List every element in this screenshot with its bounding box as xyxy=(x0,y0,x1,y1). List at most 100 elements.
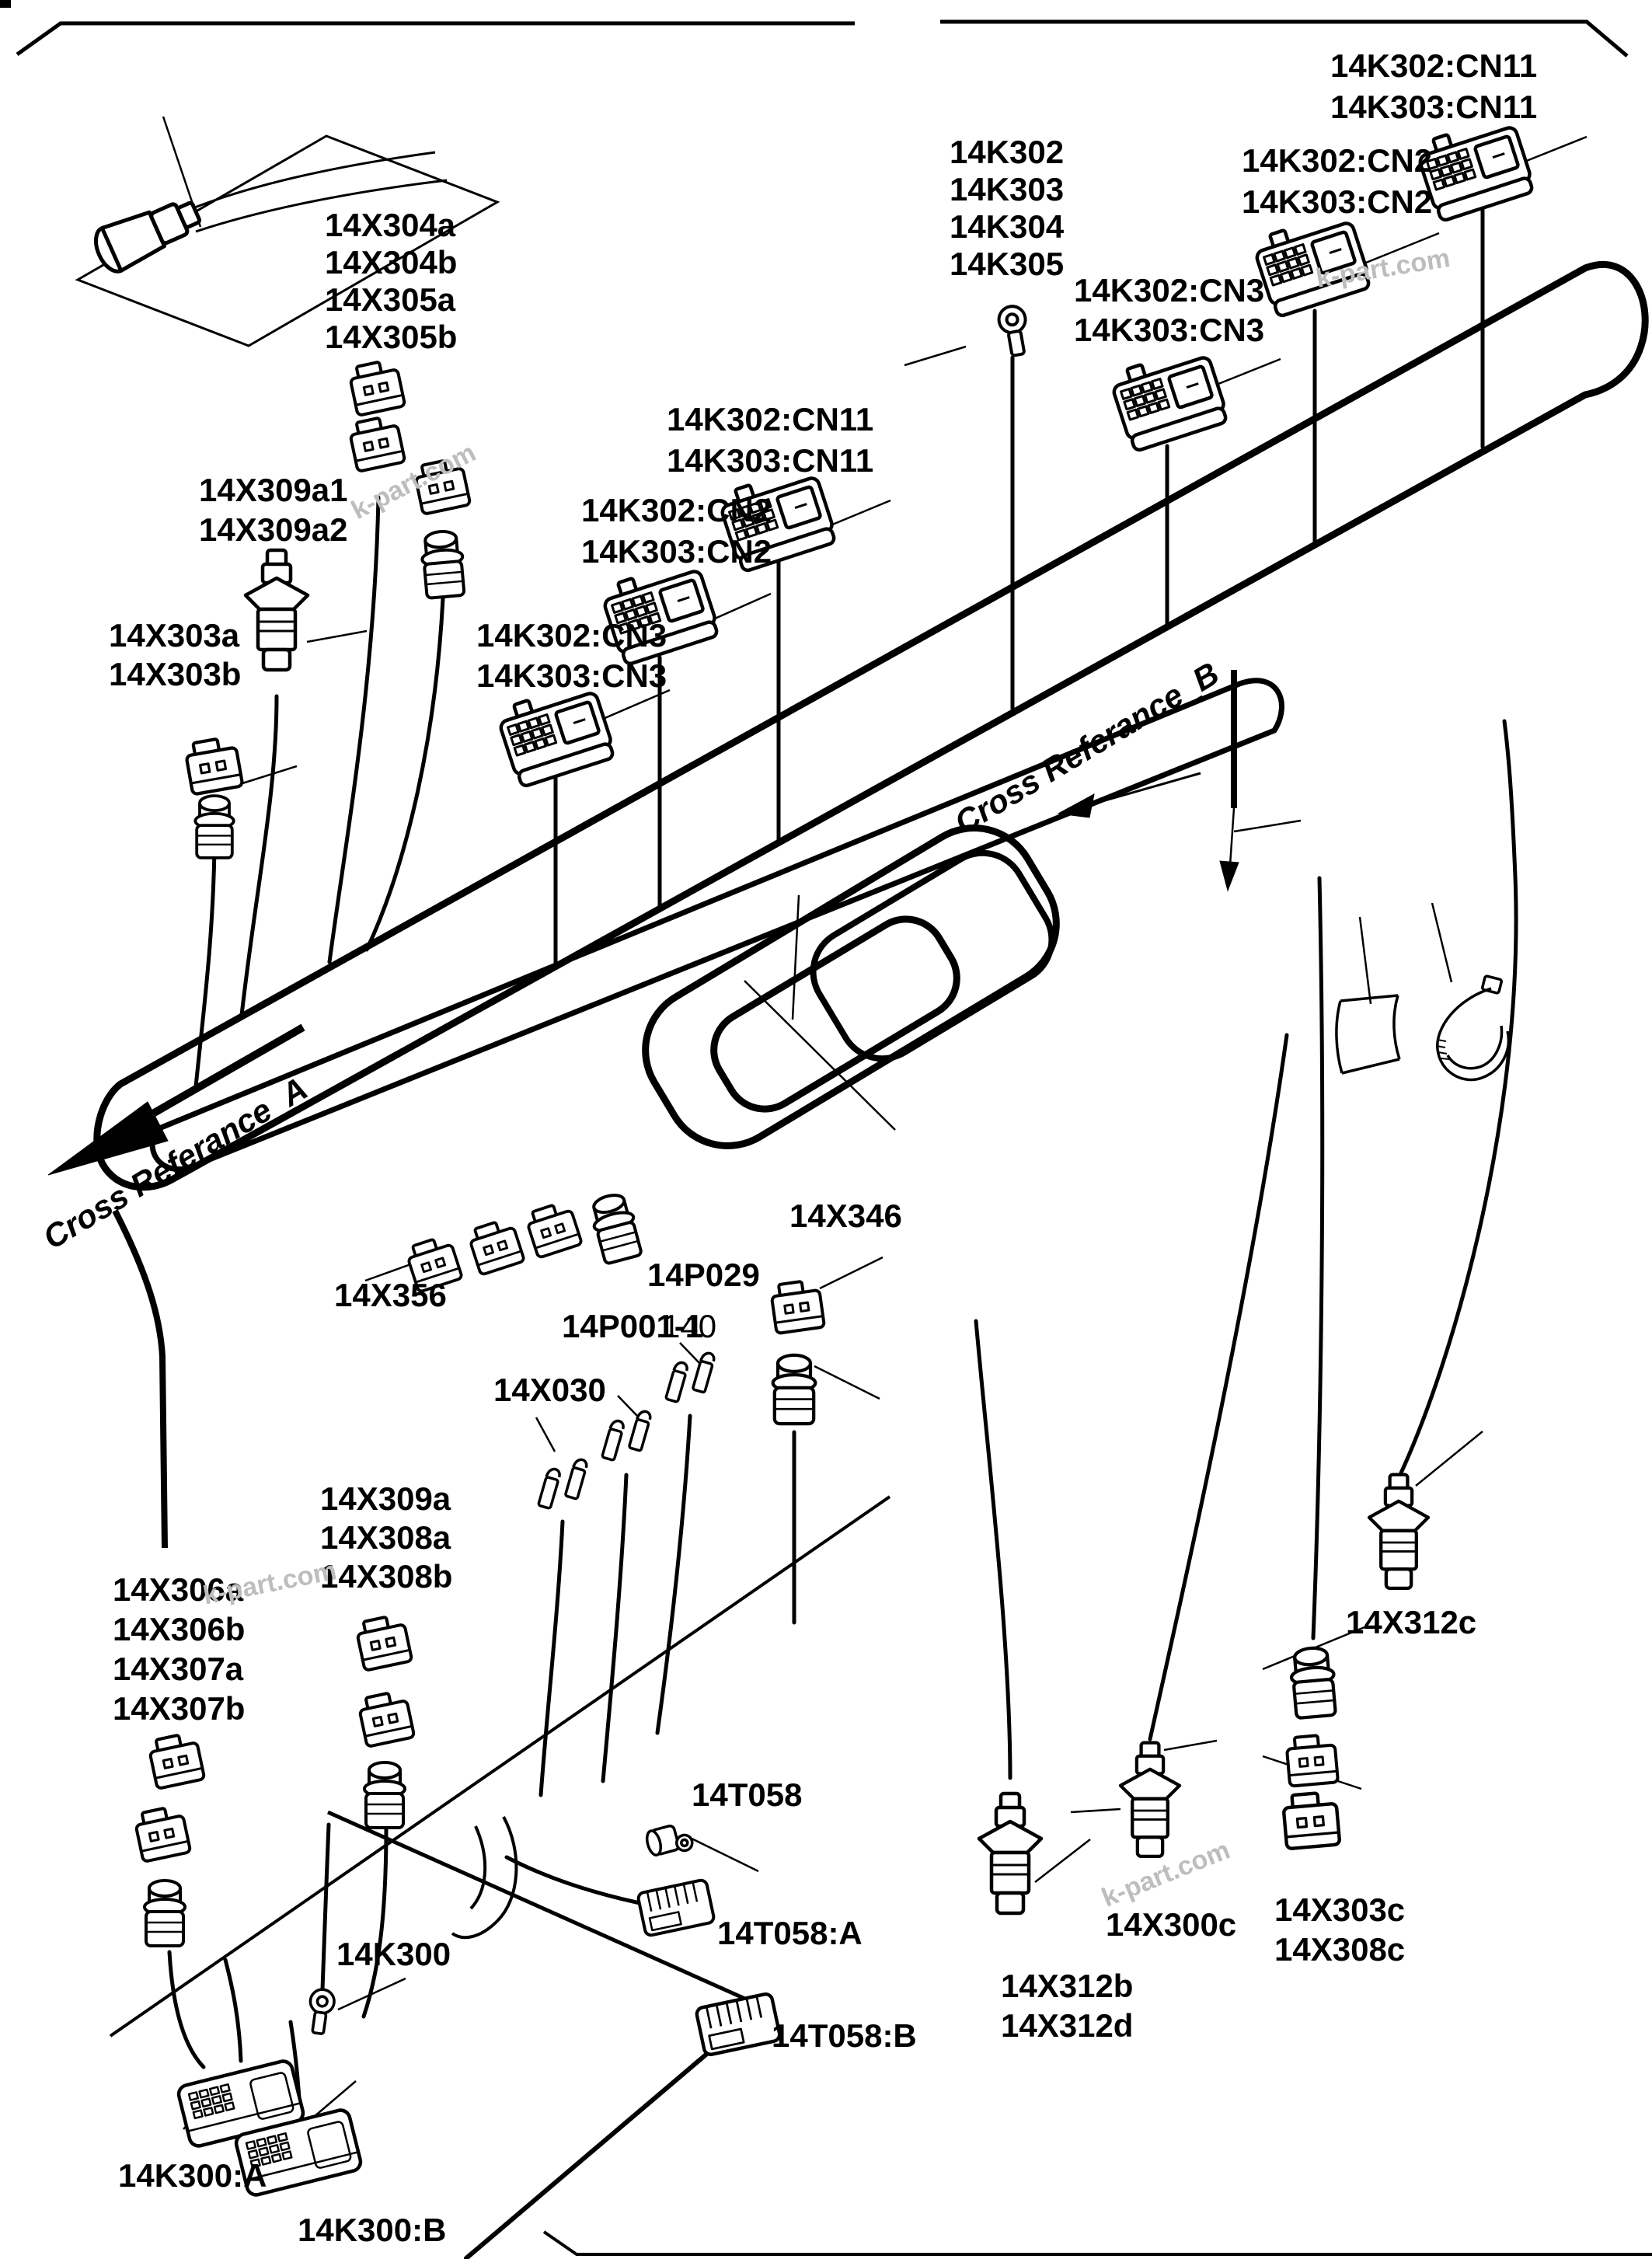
connector-14x303c-2 xyxy=(1284,1732,1340,1788)
label-14t058b: 14T058:B xyxy=(772,2017,917,2055)
leader-lines xyxy=(183,135,1588,2130)
label-14k302-cn11-mid-line: 14K302:CN11 xyxy=(667,401,874,438)
plug2-icon xyxy=(145,1730,207,1790)
ring-icon xyxy=(305,1986,337,2037)
sensorh-icon xyxy=(89,190,205,276)
plug2-icon xyxy=(465,1215,526,1277)
label-14x306-307-line: 14X306b xyxy=(113,1611,246,1647)
label-14x300c-line: 14X300c xyxy=(1106,1906,1237,1943)
tconn-icon xyxy=(636,1877,716,1938)
ecu-icon xyxy=(1414,114,1535,222)
capconn-icon xyxy=(418,528,468,601)
terminals-14x030 xyxy=(536,1451,590,1515)
label-14k300b-line: 14K300:B xyxy=(298,2212,447,2248)
label-140: 140 xyxy=(662,1307,716,1346)
label-14x309-308-line: 14X308b xyxy=(320,1558,453,1595)
label-14k302-cn2-mid-line: 14K302:CN2 xyxy=(581,492,772,528)
tie-icon xyxy=(1435,974,1511,1082)
label-140-line: 140 xyxy=(662,1308,717,1344)
label-14t058a-line: 14T058:A xyxy=(717,1915,863,1951)
connector-14x306-1 xyxy=(145,1730,207,1790)
cable-tie xyxy=(1435,974,1511,1082)
capconn-icon xyxy=(143,1879,186,1947)
sensor-14x309a xyxy=(246,550,308,670)
inset-detail-box xyxy=(75,116,500,347)
label-14k302-cn2-top-line: 14K302:CN2 xyxy=(1242,142,1433,179)
label-14x303ab-line: 14X303b xyxy=(109,656,242,692)
clamp-icon xyxy=(643,1819,695,1861)
connector-14x306-3 xyxy=(143,1879,186,1947)
label-14x030-line: 14X030 xyxy=(493,1372,606,1408)
label-connector-list-line: 14K305 xyxy=(950,246,1065,282)
label-connector-list-line: 14K303 xyxy=(950,171,1065,207)
label-14x346: 14X346 xyxy=(789,1197,902,1236)
sensor-14x312b xyxy=(979,1794,1041,1913)
label-14x303c-308c-line: 14X303c xyxy=(1274,1891,1406,1928)
plug2-icon xyxy=(1284,1732,1340,1788)
capconn-icon xyxy=(193,794,235,859)
label-connector-list-line: 14K304 xyxy=(950,208,1065,245)
label-14x312bd-line: 14X312d xyxy=(1001,2007,1134,2044)
label-14t058-line: 14T058 xyxy=(692,1776,803,1813)
connector-14x346-1 xyxy=(768,1278,827,1336)
label-14x303c-308c-line: 14X308c xyxy=(1274,1931,1406,1968)
label-14x300c: 14X300c xyxy=(1106,1905,1236,1944)
label-14k300a-line: 14K300:A xyxy=(118,2157,267,2194)
label-14k302-cn11-mid-line: 14K303:CN11 xyxy=(667,442,874,479)
plug2-icon xyxy=(768,1278,827,1336)
ecu-icon xyxy=(1108,344,1229,452)
label-14p001-1-line: 14P001-1 xyxy=(562,1308,704,1344)
capconn-icon xyxy=(1289,1647,1337,1719)
label-14x309-308-line: 14X309a xyxy=(320,1480,451,1517)
label-14k300: 14K300 xyxy=(336,1935,451,1974)
label-14p029-line: 14P029 xyxy=(647,1257,760,1293)
label-14x304-305-line: 14X304b xyxy=(325,244,458,281)
label-14x312bd-line: 14X312b xyxy=(1001,1968,1134,2004)
connector-14t058b xyxy=(695,1993,781,2056)
connector-14x308-1 xyxy=(353,1612,414,1672)
label-14k302-cn3-mid-line: 14K303:CN3 xyxy=(476,657,667,694)
label-14t058: 14T058 xyxy=(692,1776,802,1815)
connector-14x306-2 xyxy=(131,1803,193,1863)
label-14x304-305-line: 14X304a xyxy=(325,207,456,243)
label-14k300-line: 14K300 xyxy=(336,1936,451,1972)
harness-buckle-loops xyxy=(642,824,1060,1149)
label-14k302-cn2-top: 14K302:CN2 14K303:CN2 xyxy=(1242,140,1432,222)
connector-14t058a xyxy=(636,1877,716,1938)
connector-14x304-2 xyxy=(346,413,407,473)
label-14t058b-line: 14T058:B xyxy=(772,2017,917,2054)
connector-14x303c-1 xyxy=(1289,1647,1337,1719)
sensor3-icon xyxy=(979,1794,1041,1913)
plug2-icon xyxy=(355,1688,416,1748)
connector-14x308-2 xyxy=(355,1688,416,1748)
connector-14k302-cn11-top xyxy=(1414,114,1535,222)
connector-14x303ab-2 xyxy=(193,794,235,859)
label-14x356-line: 14X356 xyxy=(334,1277,447,1313)
wrap-sheet xyxy=(1335,994,1401,1075)
label-14x309a-line: 14X309a2 xyxy=(199,511,348,548)
label-14x304-305-line: 14X305a xyxy=(325,281,456,318)
connector-14x304-1 xyxy=(346,357,407,417)
label-14k302-cn2-top-line: 14K303:CN2 xyxy=(1242,183,1433,220)
spadepair-icon xyxy=(600,1403,653,1467)
plug2-icon xyxy=(184,736,242,794)
label-14k302-cn3-top-line: 14K302:CN3 xyxy=(1074,272,1265,309)
label-14x306-307-line: 14X307b xyxy=(113,1690,246,1727)
connector-14x303c-3 xyxy=(1282,1791,1340,1849)
sensor-14x312c xyxy=(1369,1475,1428,1588)
label-14x312c-line: 14X312c xyxy=(1346,1604,1477,1640)
sheet-icon xyxy=(1335,994,1401,1075)
label-14p001-1: 14P001-1 xyxy=(562,1307,703,1346)
label-14k300b: 14K300:B xyxy=(298,2211,446,2250)
label-14x309a-line: 14X309a1 xyxy=(199,472,348,508)
label-14k302-cn11-top-line: 14K302:CN11 xyxy=(1330,47,1538,84)
ring-terminal-14k300 xyxy=(305,1986,337,2037)
spadepair-icon xyxy=(536,1451,590,1515)
label-14x304-305-line: 14X305b xyxy=(325,319,458,355)
wires xyxy=(167,204,1518,2259)
